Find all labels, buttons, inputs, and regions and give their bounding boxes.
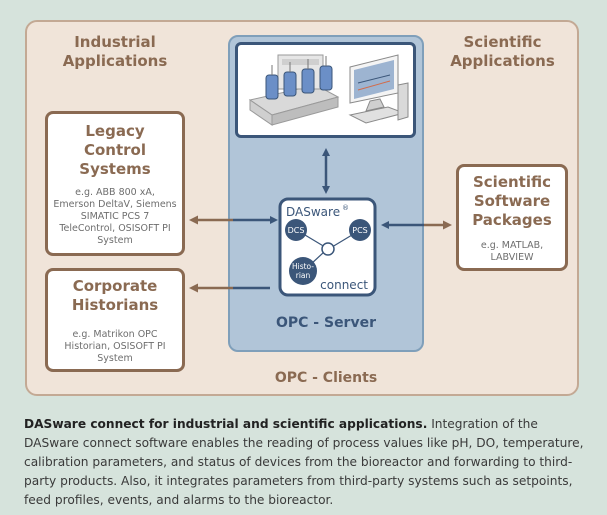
legacy-title: Legacy Control Systems: [79, 122, 151, 178]
legacy-examples: e.g. ABB 800 xA, Emerson DeltaV, Siemens…: [53, 187, 177, 246]
caption-title: DASware connect for industrial and scien…: [24, 417, 428, 431]
connect-label: connect: [320, 278, 368, 292]
industrial-applications-heading: Industrial Applications: [62, 33, 168, 70]
historian-node: [289, 257, 317, 285]
dcs-label: DCS: [288, 226, 305, 235]
pcs-node: [349, 219, 371, 241]
corporate-historians-box: Corporate Historians e.g. Matrikon OPC H…: [45, 268, 185, 372]
scientific-applications-heading: Scientific Applications: [450, 33, 555, 70]
bioreactor-image-frame: [235, 42, 416, 138]
opc-server-label: OPC - Server: [275, 315, 376, 331]
figure-caption: DASware connect for industrial and scien…: [24, 415, 586, 510]
scientific-examples: e.g. MATLAB, LABVIEW: [480, 240, 544, 263]
bioreactor-illustration: [248, 54, 409, 126]
historian-label-1: Histo-: [292, 262, 314, 271]
historians-examples: e.g. Matrikon OPC Historian, OSISOFT PI …: [64, 329, 166, 364]
dasware-brand: DASware: [286, 205, 340, 219]
caption-text: Integration of the DASware connect softw…: [24, 417, 584, 507]
scientific-software-box: Scientific Software Packages e.g. MATLAB…: [456, 164, 568, 271]
dasware-hub: [321, 242, 335, 256]
legacy-control-systems-box: Legacy Control Systems e.g. ABB 800 xA, …: [45, 111, 185, 256]
historian-label-2: rian: [296, 271, 311, 280]
scientific-title: Scientific Software Packages: [472, 173, 552, 229]
opc-clients-label: OPC - Clients: [274, 370, 378, 386]
pcs-label: PCS: [352, 226, 368, 235]
historians-title: Corporate Historians: [71, 277, 159, 314]
dasware-reg: ®: [342, 204, 349, 212]
dcs-node: [285, 219, 307, 241]
